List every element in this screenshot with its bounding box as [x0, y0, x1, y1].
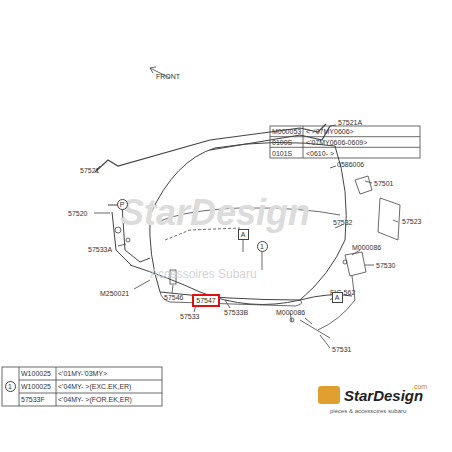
node-text: P	[120, 201, 125, 208]
highlight-box: 57547	[192, 294, 220, 307]
part-number: 57521	[80, 167, 99, 174]
part-number: M250021	[100, 290, 129, 297]
logo-text: .com	[412, 383, 427, 390]
part-number: 57531	[332, 346, 351, 353]
part-number: 57546	[164, 294, 183, 301]
part-number: 57501	[374, 180, 393, 187]
table-cell: <'01MY-'03MY>	[58, 370, 107, 377]
table-cell: <'04MY- >(EXC.EK,ER)	[58, 383, 131, 390]
part-number: 57532	[333, 219, 352, 226]
part-number: 57530	[376, 262, 395, 269]
part-number: 57520	[68, 210, 87, 217]
logo-text: StarDesign	[344, 388, 423, 403]
node-text: 1	[8, 383, 12, 390]
table-cell: M000053	[272, 128, 301, 135]
circled-marker: 1	[5, 381, 16, 392]
circled-marker: 1	[257, 241, 268, 252]
part-number: 0586006	[337, 161, 364, 168]
table-cell: 0100S	[272, 139, 292, 146]
watermark: StarDesign	[120, 195, 310, 231]
direction-label: FRONT	[156, 73, 180, 80]
part-number: M000086	[352, 244, 381, 251]
part-number: 57533A	[88, 246, 112, 253]
node-text: 57547	[196, 297, 215, 304]
part-number: 57521A	[338, 119, 362, 126]
part-number: M000086	[276, 309, 305, 316]
table-cell: W100025	[21, 370, 51, 377]
node-text: A	[335, 294, 340, 301]
table-cell: 57533F	[21, 396, 45, 403]
node-text: A	[241, 231, 246, 238]
circled-marker: P	[117, 199, 128, 210]
node-text: 1	[260, 243, 264, 250]
table-cell: < -'07MY0606>	[306, 128, 354, 135]
logo-tagline: pièces & accessoires subaru	[330, 408, 406, 414]
part-number: 57523	[402, 218, 421, 225]
table-cell: <'07MY0606-0609>	[306, 139, 367, 146]
reference-box: A	[238, 229, 249, 240]
table-cell: 0101S	[272, 150, 292, 157]
reference-box: A	[332, 292, 343, 303]
watermark: Accessoires Subaru	[150, 268, 257, 280]
part-number: 57533B	[224, 309, 248, 316]
table-cell: W100025	[21, 383, 51, 390]
table-cell: <0610- >	[306, 150, 334, 157]
part-number: 57533	[180, 313, 199, 320]
table-cell: <'04MY- >(FOR.EK,ER)	[58, 396, 132, 403]
